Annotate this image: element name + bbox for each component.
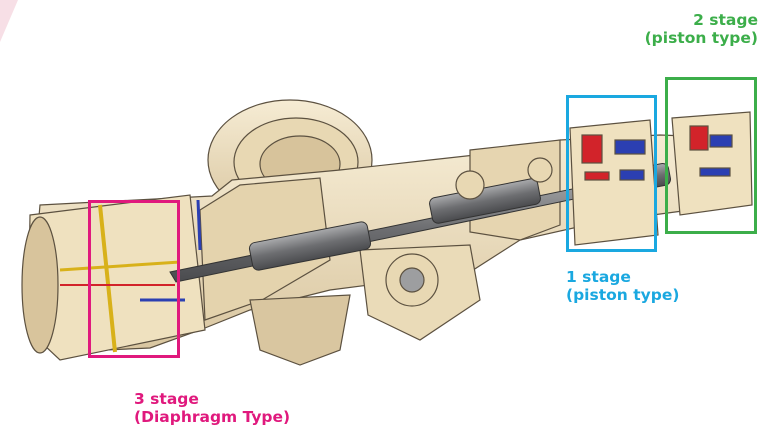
corner-accent <box>0 0 18 42</box>
stage2-cylinder <box>671 111 753 216</box>
stage2-label-line2: (piston type) <box>644 29 758 47</box>
stage3-highlight-frame <box>88 200 180 358</box>
stage3-label: 3 stage (Diaphragm Type) <box>134 390 290 426</box>
stage3-label-line2: (Diaphragm Type) <box>134 408 291 426</box>
stage3-head <box>21 194 206 361</box>
stage2-label: 2 stage (piston type) <box>645 11 758 47</box>
stage1-cylinder <box>569 119 659 246</box>
gear-housing <box>385 157 553 307</box>
stage1-highlight-frame <box>566 95 657 252</box>
stage1-label: 1 stage (piston type) <box>566 268 679 304</box>
stage2-highlight-frame <box>665 77 757 234</box>
stage3-label-line1: 3 stage <box>134 390 199 408</box>
stage1-label-line2: (piston type) <box>566 286 680 304</box>
stage2-label-line1: 2 stage <box>693 11 758 29</box>
stage1-label-line1: 1 stage <box>566 268 631 286</box>
